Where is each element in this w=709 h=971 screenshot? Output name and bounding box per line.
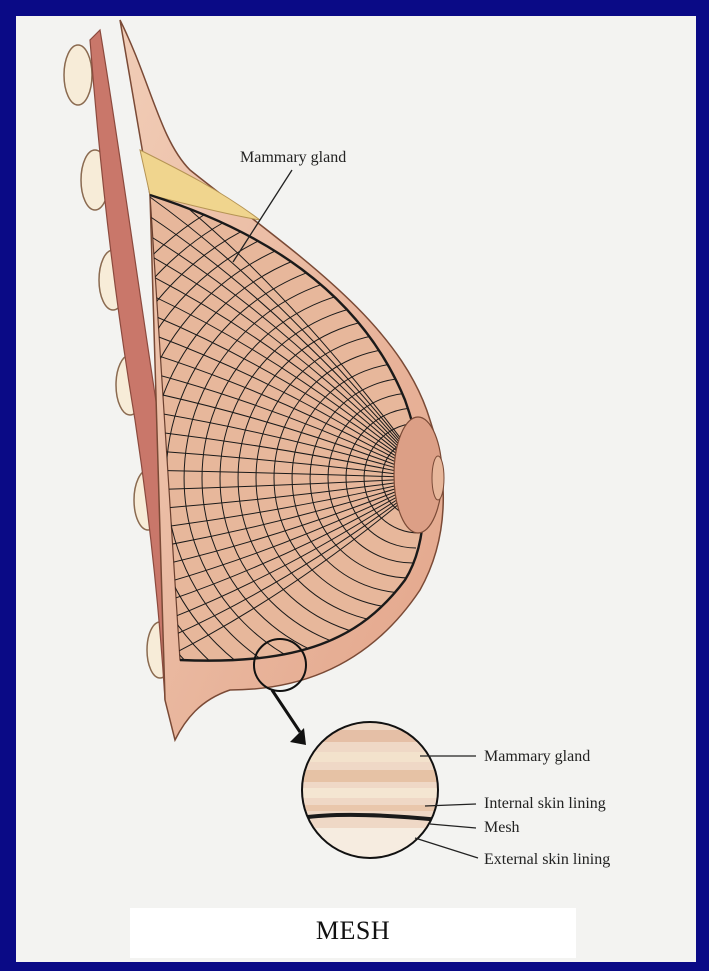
leader-detail-external <box>415 838 478 858</box>
nipple <box>432 456 444 500</box>
figure-caption: MESH <box>130 916 576 946</box>
label-detail-external-skin: External skin lining <box>484 851 610 868</box>
label-mammary-gland-top: Mammary gland <box>240 149 346 166</box>
leader-detail-mesh <box>430 824 476 828</box>
label-detail-mammary-gland: Mammary gland <box>484 748 590 765</box>
label-detail-internal-skin: Internal skin lining <box>484 795 606 812</box>
label-detail-mesh: Mesh <box>484 819 520 836</box>
rib <box>64 45 92 105</box>
magnify-arrow-line <box>272 690 300 732</box>
caption-strip: MESH <box>130 908 576 958</box>
